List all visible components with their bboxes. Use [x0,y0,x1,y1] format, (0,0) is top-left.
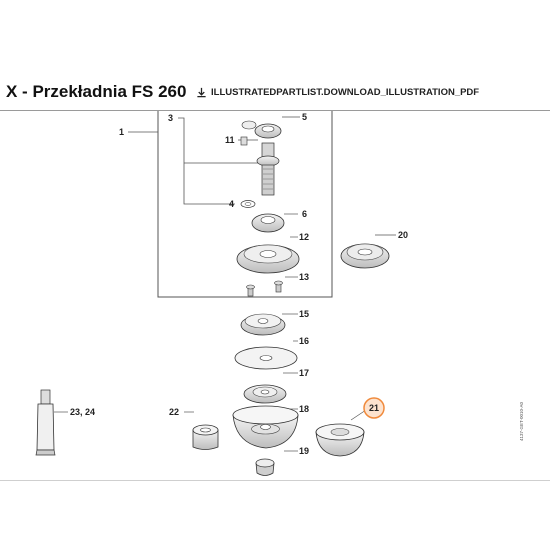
label-part-11[interactable]: 11 [225,135,235,145]
part-20-flange[interactable] [340,243,390,269]
part-4-washer[interactable] [240,200,256,208]
download-icon [197,87,206,98]
label-part-1[interactable]: 1 [119,127,124,137]
label-part-6[interactable]: 6 [302,209,307,219]
part-shaft-pinion[interactable] [256,142,280,196]
parts-diagram: 4137-GET-0010-A0 1 3 5 11 4 6 12 13 15 1… [35,111,524,476]
part-5-bearing[interactable] [254,123,282,139]
label-part-4[interactable]: 4 [229,199,234,209]
assembly-bracket [157,111,333,298]
header-divider [0,110,550,111]
download-illustration-label: ILLUSTRATEDPARTLIST.DOWNLOAD_ILLUSTRATIO… [211,87,480,98]
part-23-24-grease-tube[interactable] [35,389,56,456]
part-11-key[interactable] [240,136,248,146]
part-6-bearing[interactable] [251,213,285,233]
part-19-nut[interactable] [255,458,275,476]
label-part-13[interactable]: 13 [299,272,309,282]
page-header: X - Przekładnia FS 260 ILLUSTRATEDPARTLI… [0,78,550,112]
label-part-19[interactable]: 19 [299,446,309,456]
label-part-3[interactable]: 3 [168,113,173,123]
footer-divider [0,480,550,481]
label-part-18[interactable]: 18 [299,404,309,414]
part-16-disc[interactable] [234,346,298,370]
part-22-sleeve[interactable] [192,424,219,450]
label-part-21: 21 [369,403,379,413]
label-part-5[interactable]: 5 [302,112,307,122]
sub-bracket-3 [178,117,235,205]
part-12-gear-plate[interactable] [236,244,300,274]
page-title: X - Przekładnia FS 260 [6,82,187,101]
label-part-17[interactable]: 17 [299,368,309,378]
label-part-15[interactable]: 15 [299,309,309,319]
label-part-22[interactable]: 22 [169,407,179,417]
label-part-12[interactable]: 12 [299,232,309,242]
label-part-20[interactable]: 20 [398,230,408,240]
label-part-16[interactable]: 16 [299,336,309,346]
download-illustration-link[interactable]: ILLUSTRATEDPARTLIST.DOWNLOAD_ILLUSTRATIO… [196,87,479,98]
part-17-thrust-washer[interactable] [243,384,287,404]
part-13-screws[interactable] [246,280,283,297]
part-18-cup[interactable] [232,405,299,449]
label-part-21-highlight[interactable]: 21 [363,397,385,419]
part-21-cup[interactable] [315,423,365,457]
label-part-23-24[interactable]: 23, 24 [70,407,95,417]
part-15-thrust-plate[interactable] [240,313,286,336]
illustration-code: 4137-GET-0010-A0 [519,401,524,441]
